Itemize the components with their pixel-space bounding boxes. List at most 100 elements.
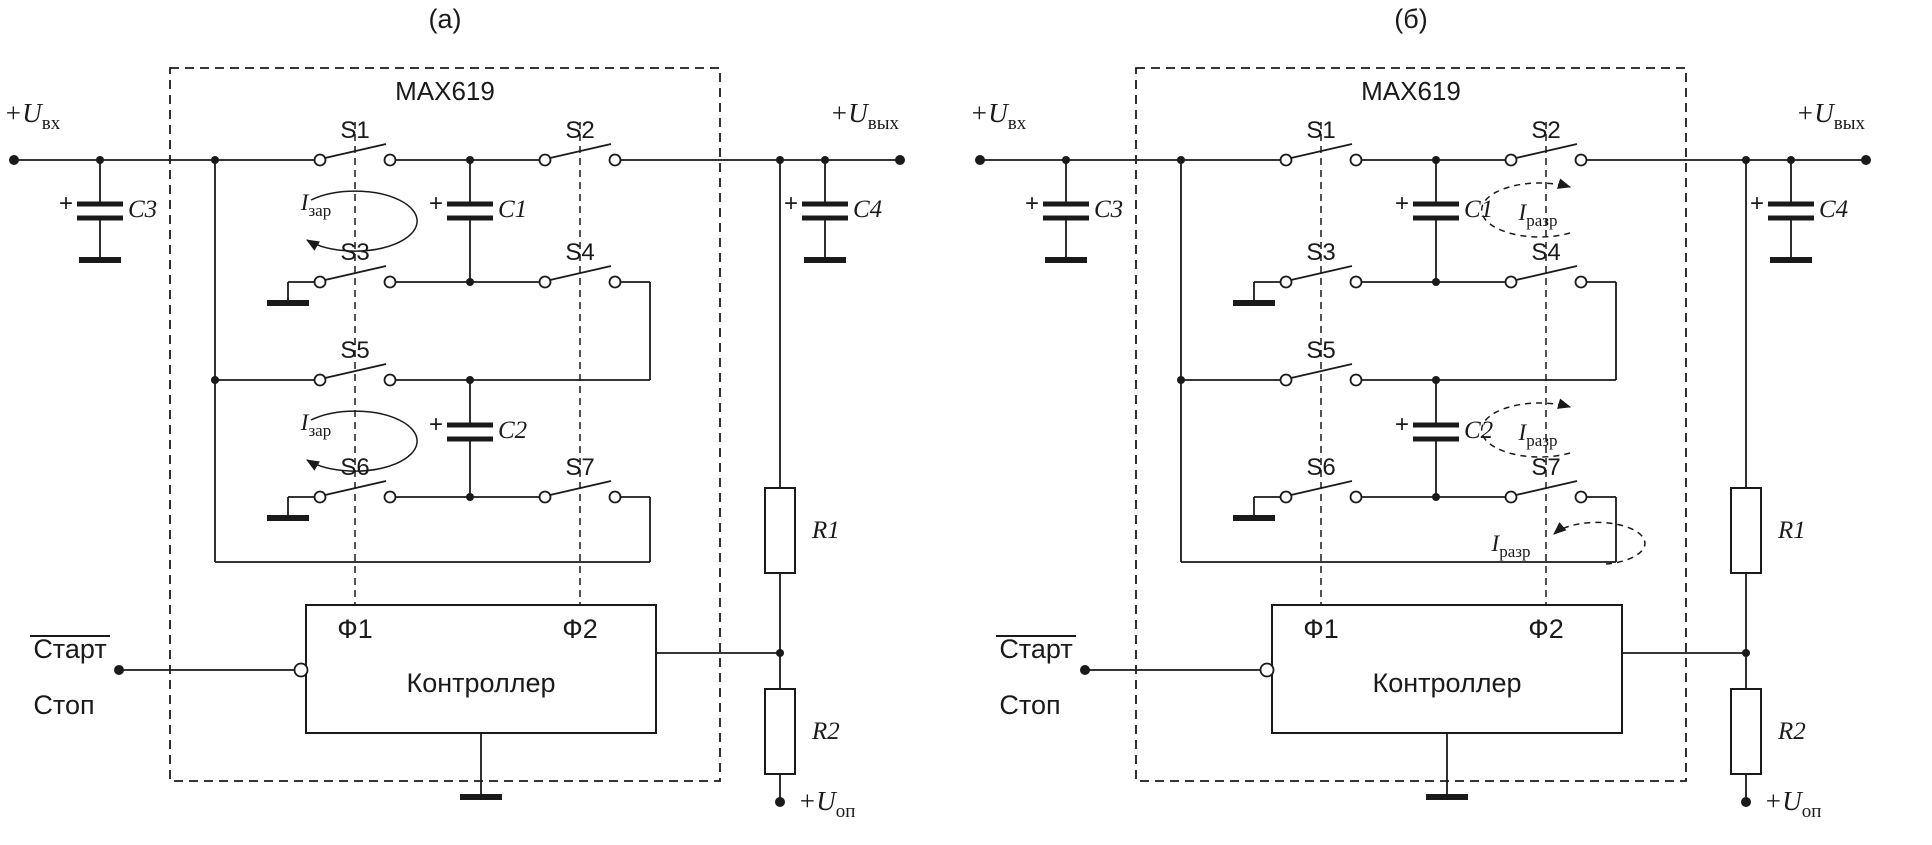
junction-left-bus [1177,156,1185,164]
switch-s5-label: S5 [340,337,369,364]
switch-s3-contact-right [383,275,397,289]
current-label-3-symbol: I [1491,531,1501,556]
current-loop-1 [1480,178,1572,238]
switch-s6-blade [324,480,387,496]
capacitor-c4-plus-sign: + [784,190,798,217]
output-voltage-label-subscript: вых [868,113,900,134]
capacitor-c3-label: C3 [1094,196,1123,223]
junction-left-bus [211,156,219,164]
switch-s7-label: S7 [565,454,594,481]
junction-c4 [1787,156,1795,164]
switch-s1-label: S1 [1306,117,1335,144]
resistor-r1 [764,487,796,574]
switch-s6-contact-right [1349,490,1363,504]
capacitor-c2-plus-sign: + [1395,411,1409,438]
switch-s6-contact-left [313,490,327,504]
phase2-label: Ф2 [562,614,598,644]
input-voltage-label: +Uвх [4,98,61,134]
resistor-r2-label: R2 [811,718,840,745]
input-terminal [975,155,985,165]
current-label-2: Iразр [1518,420,1558,450]
input-voltage-label-subscript: вх [1008,113,1027,134]
junction-c3 [1062,156,1070,164]
switch-s5-contact-left [313,373,327,387]
output-terminal [1861,155,1871,165]
junction-c1-bottom [1432,278,1440,286]
junction-c4 [821,156,829,164]
switch-s2-blade [1515,143,1578,159]
switch-s5-contact-right [383,373,397,387]
switch-s7-blade [549,480,612,496]
input-voltage-label: +Uвх [970,98,1027,134]
phase2-label: Ф2 [1528,614,1564,644]
capacitor-c1-plus-sign: + [429,190,443,217]
switch-s1-contact-right [1349,153,1363,167]
switch-s7-contact-left [538,490,552,504]
current-label-2-subscript: разр [1526,431,1557,450]
output-voltage-label-symbol: +U [830,98,869,128]
output-voltage-label: +Uвых [1796,98,1865,134]
junction-c1-bottom [466,278,474,286]
controller-input-bubble [1259,662,1275,678]
switch-s7-contact-right [1574,490,1588,504]
capacitor-c3-plus-sign: + [59,190,73,217]
stop-label: Стоп [33,690,94,720]
stop-label: Стоп [999,690,1060,720]
output-voltage-label-subscript: вых [1834,113,1866,134]
ref-voltage-label-subscript: оп [1802,801,1822,822]
switch-s3-contact-left [1279,275,1293,289]
ref-voltage-label-subscript: оп [836,801,856,822]
switch-s2-label: S2 [1531,117,1560,144]
junction-feedback [776,649,784,657]
current-loop-1 [306,190,418,252]
capacitor-c2-label: C2 [1464,417,1493,444]
capacitor-c4-label: C4 [853,196,882,223]
switch-s1-contact-left [1279,153,1293,167]
junction-bus-row3 [211,376,219,384]
current-label-3: Iразр [1491,531,1531,561]
switch-s6-blade [1290,480,1353,496]
current-label-2-subscript: зар [308,421,331,440]
capacitor-c1-label: C1 [1464,196,1493,223]
switch-s4-contact-left [1504,275,1518,289]
junction-c2-top [466,376,474,384]
switch-s1-blade [1290,143,1353,159]
input-voltage-label-symbol: +U [4,98,43,128]
switch-s5-blade [324,363,387,379]
current-label-2-symbol: I [1518,420,1528,445]
switch-s7-contact-right [608,490,622,504]
ref-terminal [775,797,785,807]
switch-s4-label: S4 [565,239,594,266]
current-label-1-subscript: разр [1526,211,1557,230]
current-label-1-subscript: зар [308,201,331,220]
capacitor-c4-label: C4 [1819,196,1848,223]
input-voltage-label-subscript: вх [42,113,61,134]
junction-bus-row3 [1177,376,1185,384]
chip-label: MAX619 [1361,76,1461,106]
current-label-2-symbol: I [300,410,310,435]
capacitor-c2-plus-sign: + [429,411,443,438]
current-label-3-subscript: разр [1499,542,1530,561]
switch-s2-contact-right [1574,153,1588,167]
start-label: Старт [33,634,106,664]
current-loop-2 [306,410,418,472]
switch-s3-label: S3 [340,239,369,266]
controller-box [1271,604,1623,734]
start-stop-terminal [114,665,124,675]
junction-c2-bottom [466,493,474,501]
capacitor-c4-plus-sign: + [1750,190,1764,217]
switch-s4-contact-right [1574,275,1588,289]
switch-s1-label: S1 [340,117,369,144]
panel-caption: (б) [1394,4,1427,34]
switch-s4-contact-right [608,275,622,289]
switch-s6-contact-left [1279,490,1293,504]
switch-s4-blade [1515,265,1578,281]
switch-s3-blade [324,265,387,281]
resistor-r2 [764,688,796,775]
ref-voltage-label: +Uоп [1764,786,1821,822]
switch-s2-contact-left [538,153,552,167]
switch-s7-blade [1515,480,1578,496]
